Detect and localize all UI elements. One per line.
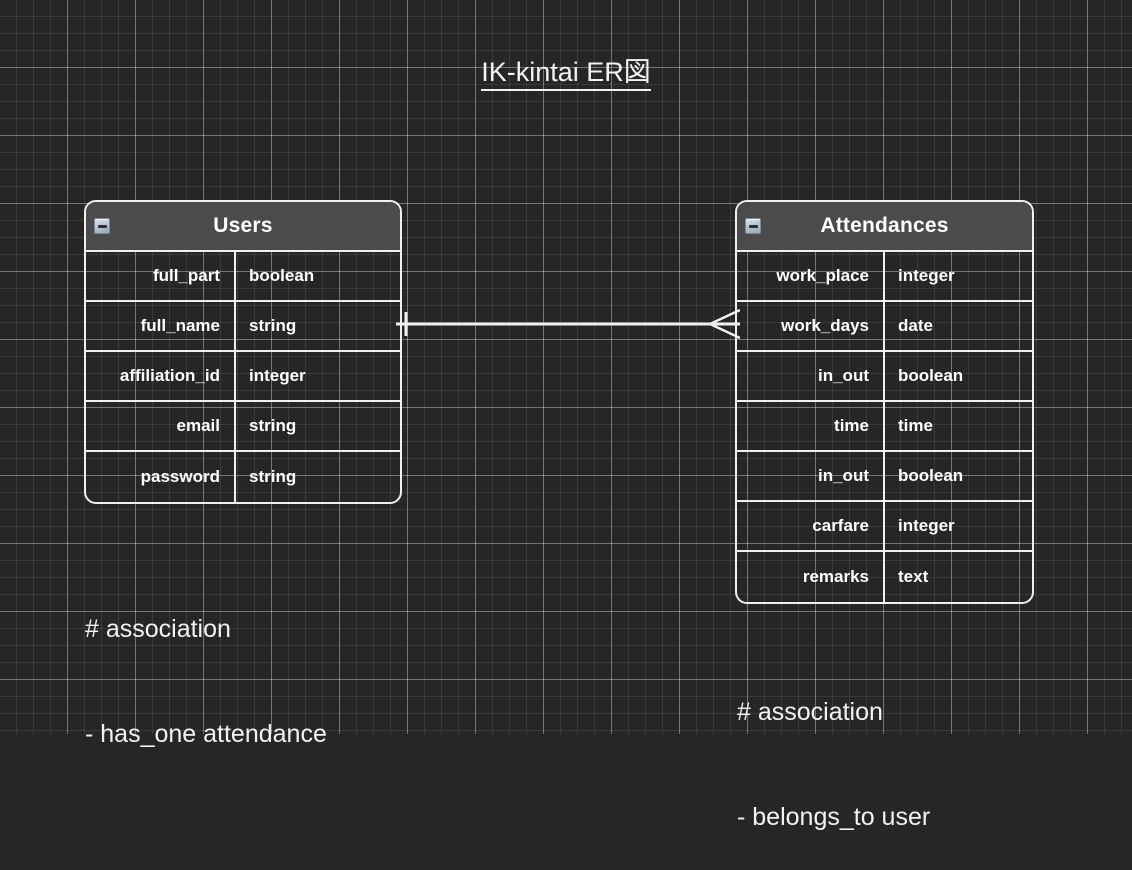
table-row[interactable]: email string: [86, 402, 400, 452]
minus-square-icon[interactable]: [94, 218, 110, 234]
entity-title-users: Users: [213, 214, 273, 237]
annotation-line: - belongs_to user: [737, 803, 931, 831]
field-type: boolean: [898, 366, 964, 385]
field-name: affiliation_id: [86, 352, 236, 400]
field-type: string: [249, 467, 297, 486]
field-name: work_place: [737, 252, 885, 300]
page-title: IK-kintai ER図: [0, 50, 1132, 91]
annotation-line: # association: [85, 615, 231, 643]
table-row[interactable]: carfare integer: [737, 502, 1032, 552]
entity-rows-users: full_part boolean full_name string affil…: [86, 252, 400, 502]
field-name: carfare: [737, 502, 885, 550]
page-title-text: IK-kintai ER図: [481, 57, 651, 91]
field-type: integer: [898, 516, 955, 535]
entity-rows-attendances: work_place integer work_days date in_out…: [737, 252, 1032, 602]
field-type: boolean: [249, 266, 315, 285]
table-row[interactable]: work_days date: [737, 302, 1032, 352]
table-row[interactable]: full_name string: [86, 302, 400, 352]
table-row[interactable]: password string: [86, 452, 400, 502]
field-name: in_out: [737, 452, 885, 500]
field-name: work_days: [737, 302, 885, 350]
field-name: full_name: [86, 302, 236, 350]
table-row[interactable]: affiliation_id integer: [86, 352, 400, 402]
canvas-background-grid: [0, 0, 1132, 734]
field-type: integer: [249, 366, 306, 385]
table-row[interactable]: remarks text: [737, 552, 1032, 602]
table-row[interactable]: full_part boolean: [86, 252, 400, 302]
table-row[interactable]: work_place integer: [737, 252, 1032, 302]
annotation-attendances-association: # association - belongs_to user: [737, 625, 930, 870]
table-row[interactable]: in_out boolean: [737, 352, 1032, 402]
entity-table-attendances[interactable]: Attendances work_place integer work_days…: [735, 200, 1034, 604]
entity-table-users[interactable]: Users full_part boolean full_name string…: [84, 200, 402, 504]
field-type: integer: [898, 266, 955, 285]
table-row[interactable]: time time: [737, 402, 1032, 452]
entity-header-users[interactable]: Users: [86, 202, 400, 252]
annotation-line: - has_one attendance: [85, 720, 327, 748]
minus-glyph: [748, 224, 758, 228]
field-name: time: [737, 402, 885, 450]
field-type: text: [898, 567, 929, 586]
minus-square-icon[interactable]: [745, 218, 761, 234]
field-type: boolean: [898, 466, 964, 485]
annotation-users-association: # association - has_one attendance: [85, 542, 327, 787]
entity-title-attendances: Attendances: [820, 214, 949, 237]
field-name: in_out: [737, 352, 885, 400]
field-type: date: [898, 316, 933, 335]
field-type: string: [249, 316, 297, 335]
field-name: remarks: [737, 552, 885, 602]
entity-header-attendances[interactable]: Attendances: [737, 202, 1032, 252]
field-type: string: [249, 416, 297, 435]
field-name: full_part: [86, 252, 236, 300]
annotation-line: # association: [737, 698, 883, 726]
field-type: time: [898, 416, 933, 435]
field-name: password: [86, 452, 236, 502]
field-name: email: [86, 402, 236, 450]
minus-glyph: [97, 224, 107, 228]
table-row[interactable]: in_out boolean: [737, 452, 1032, 502]
